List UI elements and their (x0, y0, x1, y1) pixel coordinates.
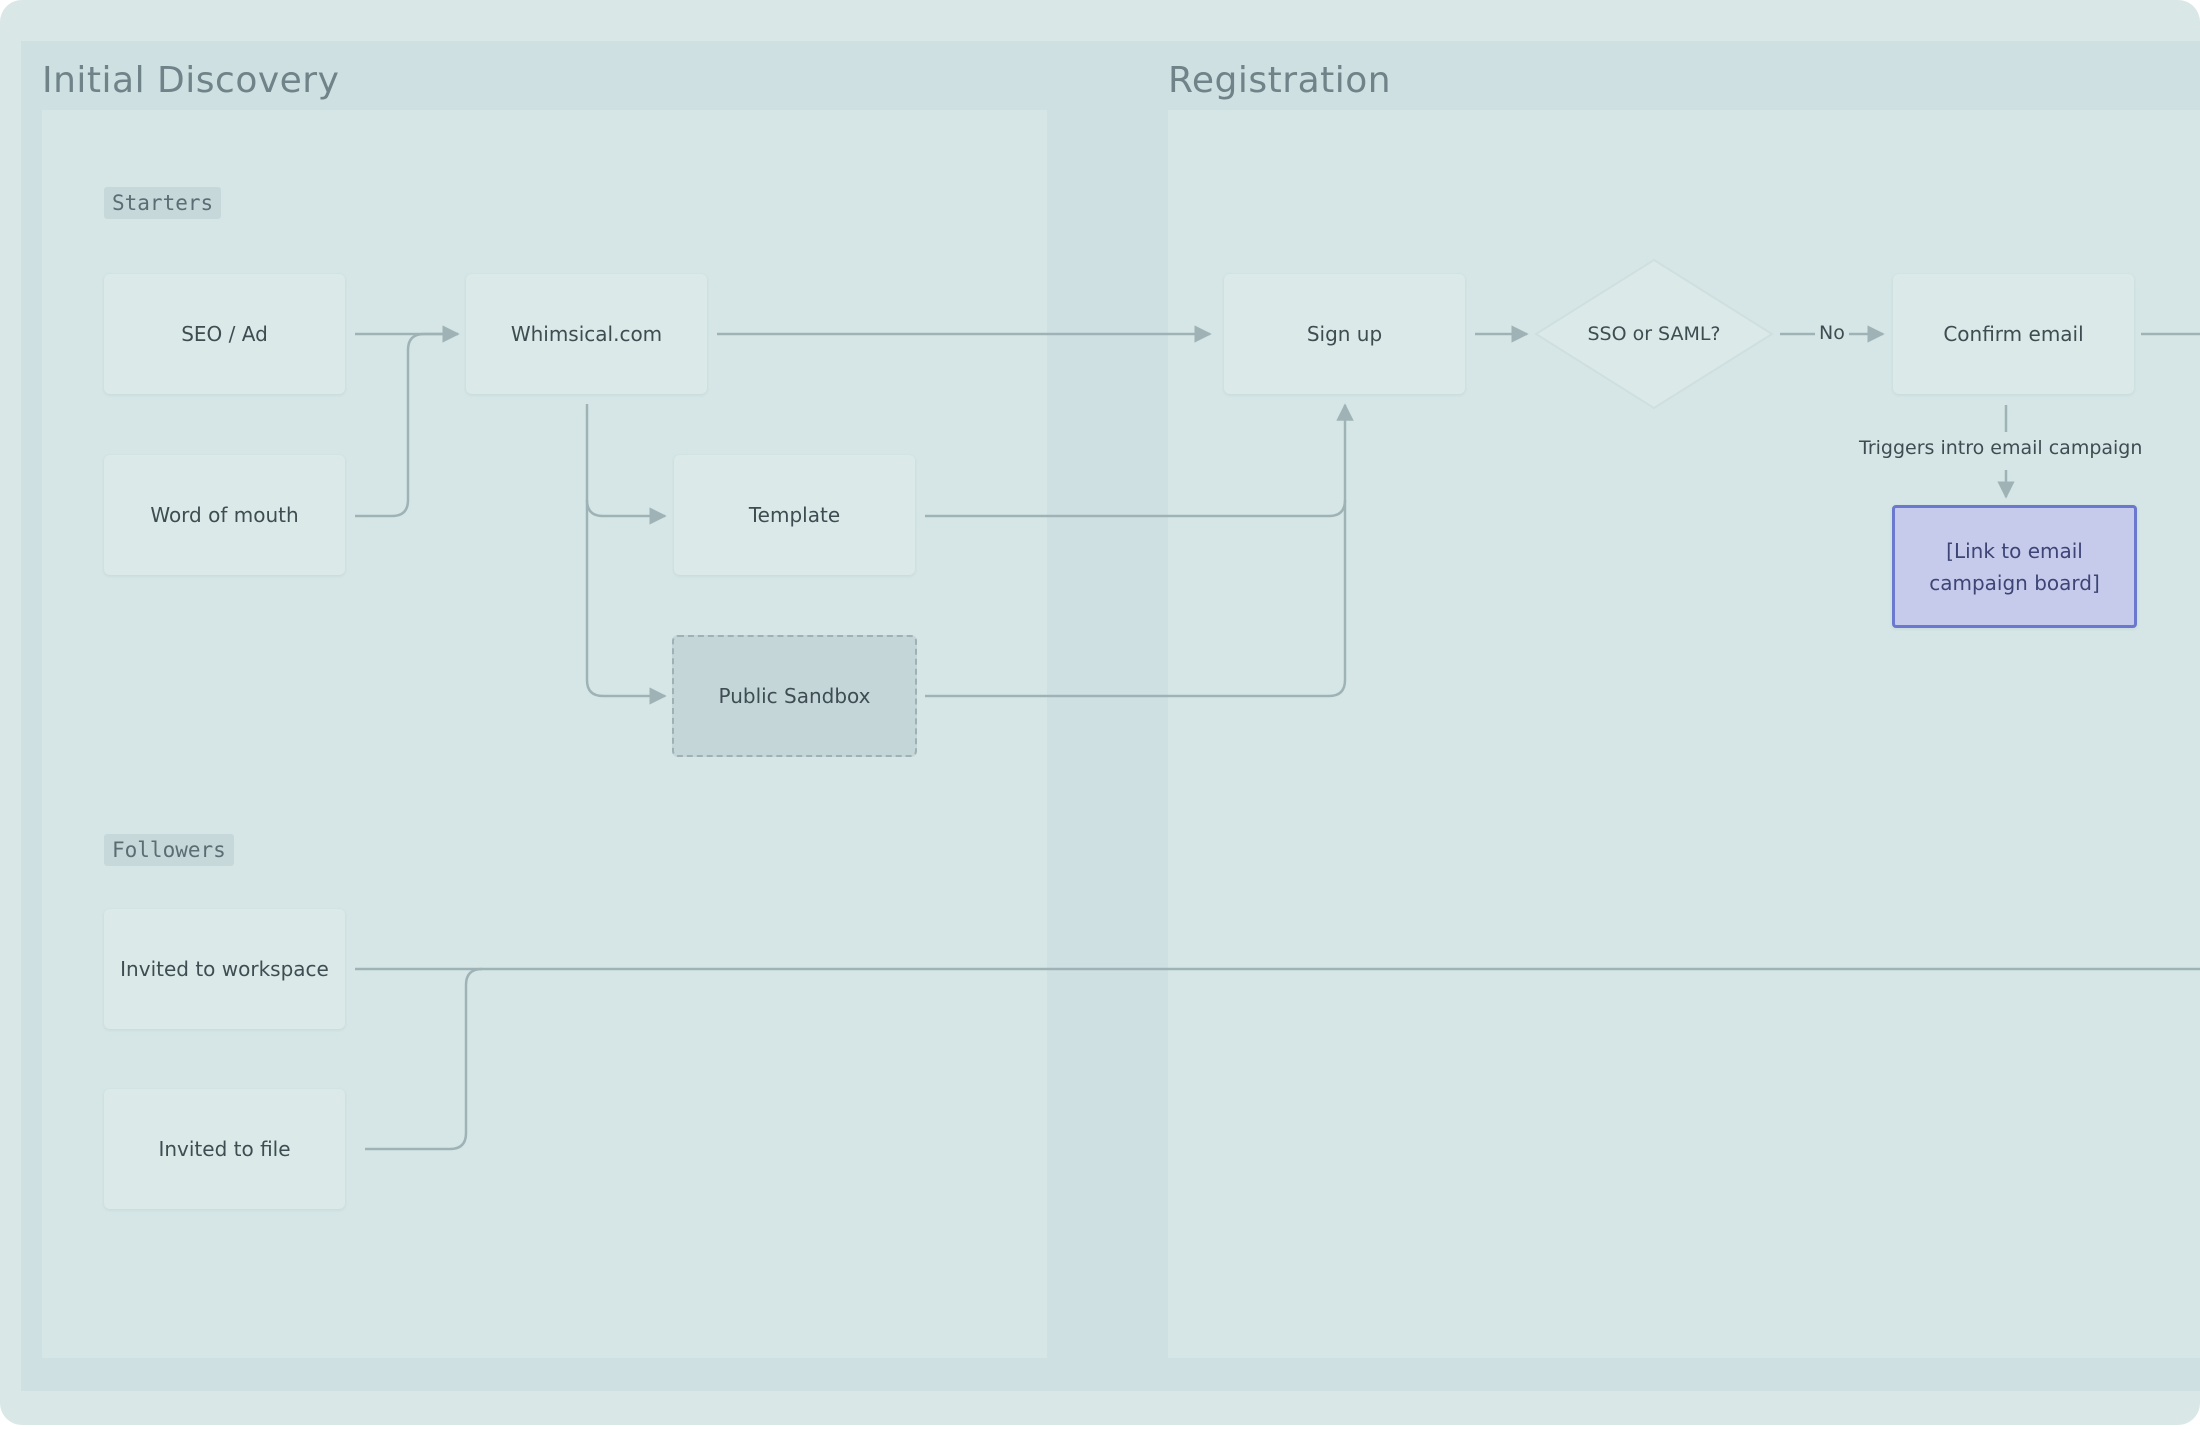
lane-title-registration: Registration (1168, 60, 1392, 101)
node-sso-saml-label: SSO or SAML? (1587, 323, 1721, 345)
node-invited-workspace[interactable]: Invited to workspace (104, 909, 345, 1029)
edge-label-no: No (1815, 322, 1849, 344)
node-email-campaign-link[interactable]: [Link to email campaign board] (1892, 505, 2137, 628)
node-template[interactable]: Template (674, 455, 915, 575)
node-seo-ad[interactable]: SEO / Ad (104, 274, 345, 394)
node-public-sandbox[interactable]: Public Sandbox (672, 635, 917, 757)
node-word-of-mouth[interactable]: Word of mouth (104, 455, 345, 575)
node-invited-file[interactable]: Invited to file (104, 1089, 345, 1209)
group-tag-followers: Followers (104, 834, 234, 866)
node-email-campaign-link-label: [Link to email campaign board] (1929, 538, 2100, 595)
edge-label-triggers: Triggers intro email campaign (1855, 437, 2147, 459)
node-confirm-email[interactable]: Confirm email (1893, 274, 2134, 394)
node-sign-up[interactable]: Sign up (1224, 274, 1465, 394)
node-sso-saml-decision[interactable]: SSO or SAML? (1584, 294, 1724, 374)
group-tag-starters: Starters (104, 187, 222, 219)
lane-title-initial-discovery: Initial Discovery (42, 60, 340, 101)
node-whimsical[interactable]: Whimsical.com (466, 274, 707, 394)
